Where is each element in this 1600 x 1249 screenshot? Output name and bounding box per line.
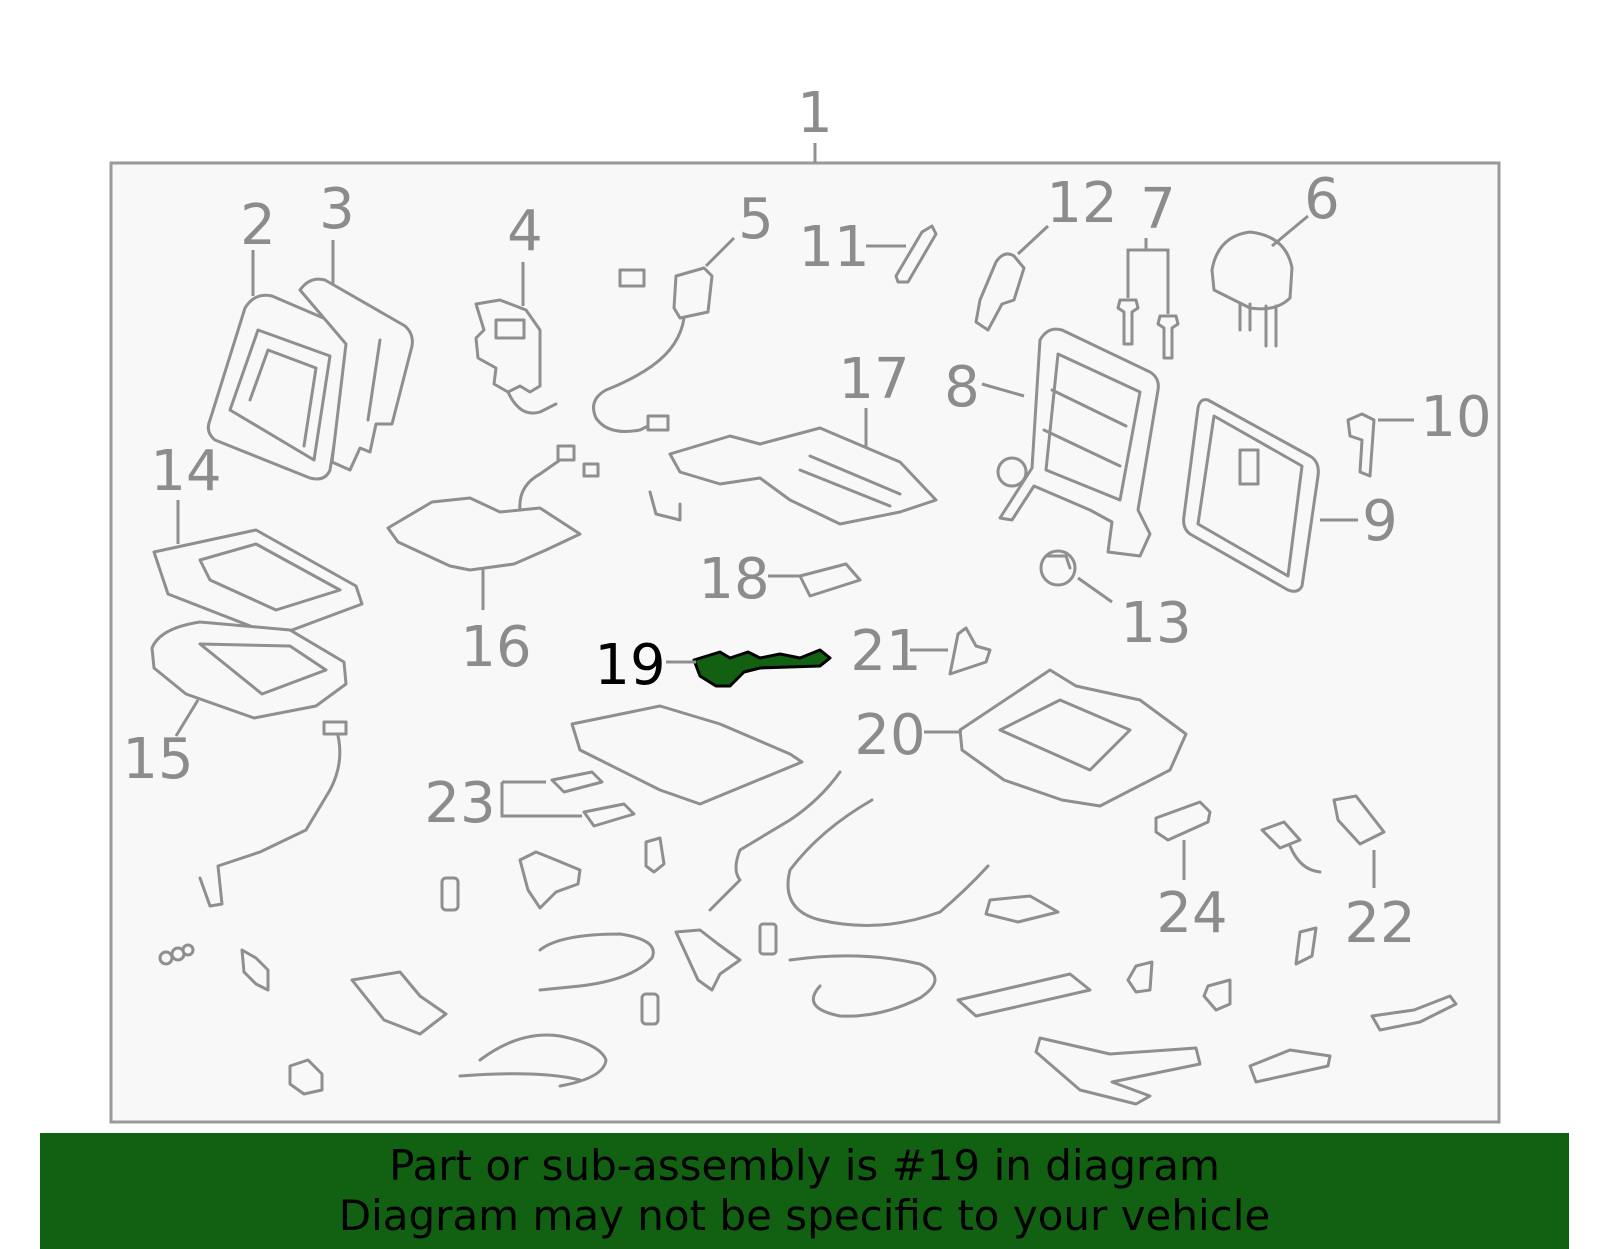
callout-label-23: 23 (424, 771, 495, 836)
info-banner: Part or sub-assembly is #19 in diagram D… (40, 1133, 1569, 1249)
callout-label-1: 1 (797, 81, 833, 146)
callout-label-22: 22 (1344, 891, 1415, 956)
callout-label-16: 16 (460, 615, 531, 680)
part-3-seatback-back[interactable] (298, 277, 414, 472)
part-20-seat-frame[interactable] (958, 668, 1188, 808)
callout-label-7: 7 (1140, 177, 1176, 242)
part-11-trim[interactable] (894, 224, 938, 284)
part-2-seatback-cover[interactable] (206, 293, 352, 481)
part-22-cover[interactable] (1332, 794, 1386, 846)
part-13-knob[interactable] (1039, 549, 1077, 587)
callout-label-2: 2 (240, 193, 276, 258)
part-23-pads[interactable] (550, 770, 636, 828)
callout-label-19: 19 (594, 633, 665, 698)
banner-line-disclaimer: Diagram may not be specific to your vehi… (338, 1191, 1271, 1240)
callout-label-20: 20 (854, 703, 925, 768)
leader-lines (174, 214, 1414, 888)
callout-label-9: 9 (1362, 489, 1398, 554)
callout-label-17: 17 (838, 347, 909, 412)
callout-label-10: 10 (1420, 385, 1491, 450)
callout-label-14: 14 (150, 439, 221, 504)
part-16-base-plate[interactable] (386, 444, 600, 572)
misc-parts (158, 704, 1458, 1106)
part-10-clip[interactable] (1346, 412, 1376, 478)
part-14-cushion-pad[interactable] (152, 528, 364, 638)
part-6-headrest[interactable] (1210, 230, 1294, 348)
part-21-clip[interactable] (948, 626, 992, 676)
part-4-bracket[interactable] (474, 298, 558, 415)
part-12-cover[interactable] (974, 252, 1026, 332)
part-15-cushion-cover[interactable] (150, 620, 348, 720)
part-17-seat-frame-cover[interactable] (648, 426, 938, 526)
callout-label-3: 3 (319, 177, 355, 242)
banner-line-part-number: Part or sub-assembly is #19 in diagram (389, 1141, 1220, 1190)
callout-label-12: 12 (1046, 171, 1117, 236)
part-9-back-panel[interactable] (1182, 398, 1320, 593)
part-5-switch-harness[interactable] (592, 266, 714, 433)
callout-label-15: 15 (122, 727, 193, 792)
callout-label-6: 6 (1304, 167, 1340, 232)
part-7-headrest-guides[interactable] (1116, 298, 1180, 360)
callout-label-18: 18 (698, 547, 769, 612)
callout-label-11: 11 (798, 215, 869, 280)
part-18-bracket[interactable] (798, 562, 862, 598)
callout-label-21: 21 (850, 619, 921, 684)
part-19-highlighted[interactable] (692, 648, 832, 688)
callout-label-24: 24 (1156, 881, 1227, 946)
part-24-block[interactable] (1154, 800, 1212, 842)
callout-label-8: 8 (944, 355, 980, 420)
callout-label-4: 4 (507, 199, 543, 264)
callout-label-13: 13 (1120, 591, 1191, 656)
callout-label-5: 5 (738, 187, 774, 252)
callout-labels: 2 3 4 5 6 7 8 9 10 11 12 13 14 15 16 17 … (122, 167, 1491, 956)
part-8-seatback-frame[interactable] (996, 327, 1160, 558)
